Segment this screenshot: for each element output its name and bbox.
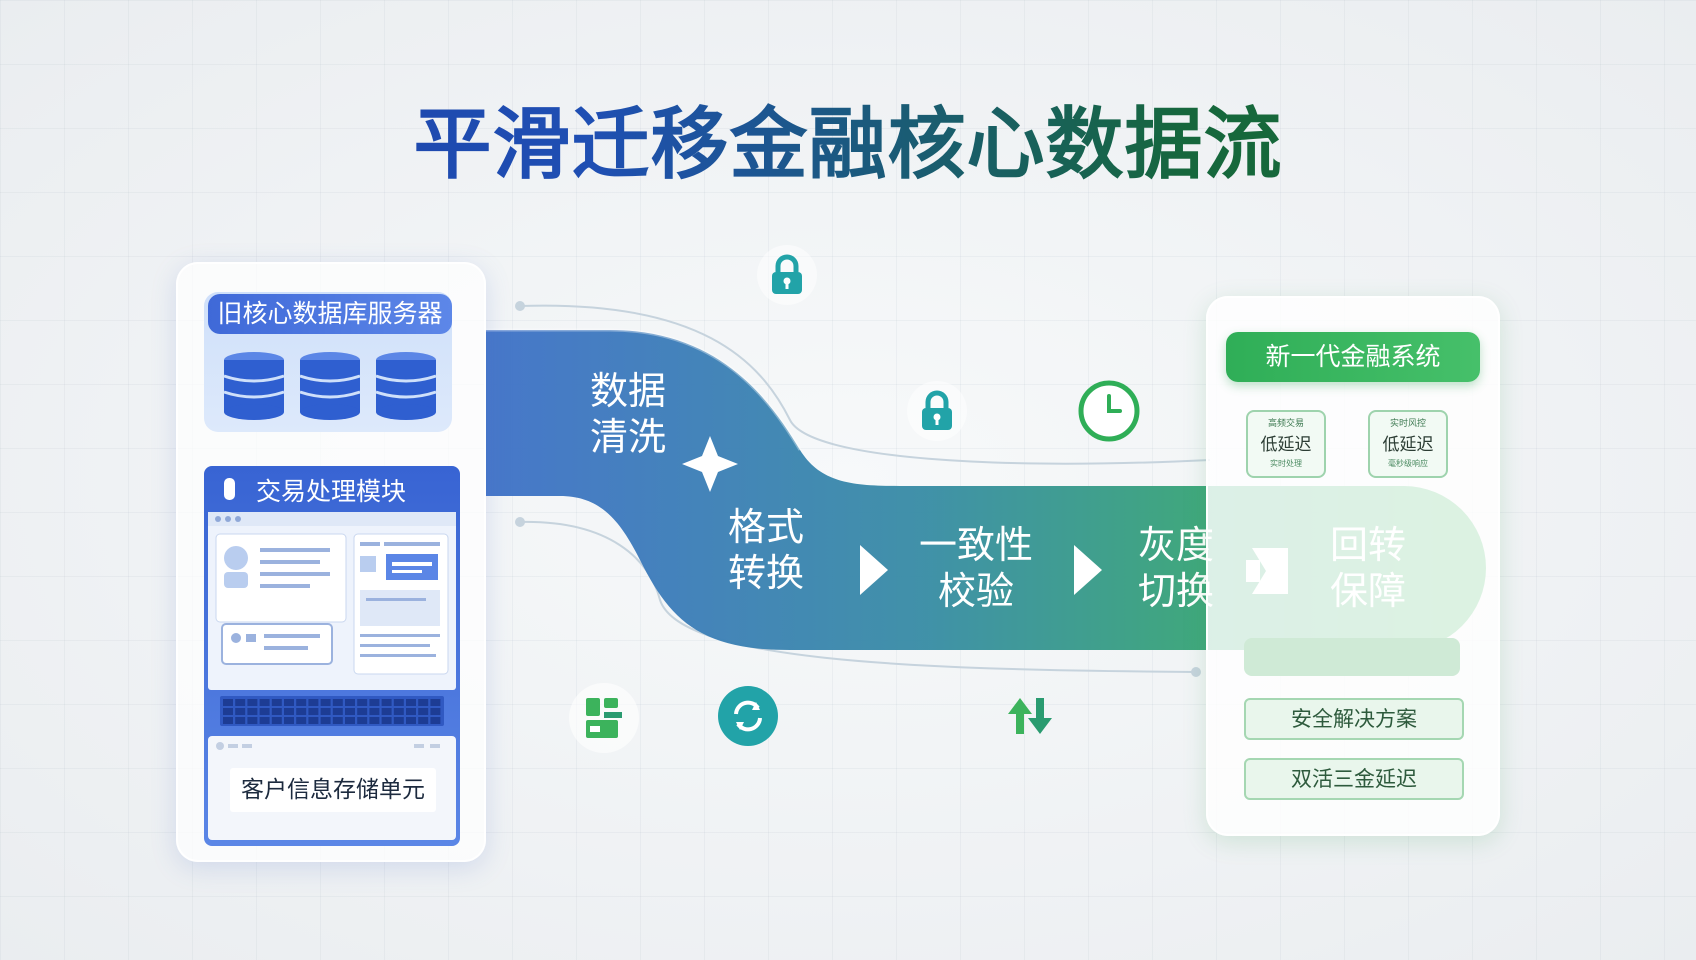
window-controls-icon [216, 742, 440, 750]
keyboard-key [247, 699, 258, 706]
module-indicator-icon [224, 478, 235, 500]
metric-card: 实时风控 低延迟 毫秒级响应 [1368, 410, 1448, 478]
sparkle-icon [682, 436, 738, 492]
clock-icon [1078, 380, 1140, 442]
connector-lines [515, 301, 1211, 677]
security-pill: 安全解决方案 [1244, 698, 1464, 740]
lock-icon [907, 381, 967, 441]
keyboard-key [284, 708, 294, 715]
keyboard-key [406, 717, 416, 724]
keyboard-key [235, 699, 246, 706]
metric-tag: 实时风控 [1389, 419, 1426, 429]
keyboard-key [357, 699, 368, 706]
keyboard-key [332, 717, 343, 724]
keyboard-key [247, 708, 258, 715]
keyboard-key [369, 699, 380, 706]
keyboard-key [308, 717, 319, 724]
keyboard-key [284, 699, 294, 706]
keyboard-key [296, 699, 307, 706]
metric-value: 低延迟 [1382, 435, 1434, 455]
flow-step-label: 清洗 [589, 415, 666, 459]
flow-step-label: 灰度 [1137, 523, 1214, 567]
keyboard-key [381, 717, 392, 724]
keyboard-key [296, 717, 307, 724]
keyboard-key [223, 699, 233, 706]
data-blocks-icon [569, 683, 639, 753]
keyboard-key [418, 708, 429, 715]
keyboard-key [369, 717, 380, 724]
page-title: 平滑迁移金融核心数据流 [0, 82, 1696, 194]
keyboard-key [259, 708, 270, 715]
keyboard-key [308, 708, 319, 715]
new-system-header: 新一代金融系统 [1226, 332, 1480, 382]
database-server-label: 旧核心数据库服务器 [208, 294, 452, 334]
keyboard-key [430, 699, 441, 706]
flow-step-label: 一致性 [918, 523, 1033, 567]
keyboard-key [271, 708, 282, 715]
keyboard-key [430, 717, 441, 724]
chevron-right-icon [1074, 545, 1102, 595]
dual-active-pill: 双活三金延迟 [1244, 758, 1464, 800]
keyboard-key [430, 708, 441, 715]
flow-step-label: 校验 [937, 569, 1014, 613]
flow-step-label: 切换 [1137, 569, 1214, 613]
keyboard-key [271, 699, 282, 706]
keyboard-key [393, 708, 404, 715]
keyboard-key [381, 699, 392, 706]
keyboard-key [406, 708, 416, 715]
transaction-module-label: 交易处理模块 [256, 477, 407, 506]
lock-icon [757, 245, 817, 305]
flow-step-label: 转换 [727, 551, 804, 595]
keyboard-key [247, 717, 258, 724]
keyboard-key [223, 717, 233, 724]
keyboard-illustration [220, 696, 444, 726]
flow-step-label: 数据 [589, 369, 666, 413]
storage-unit-label: 客户信息存储单元 [230, 768, 436, 812]
keyboard-key [381, 708, 392, 715]
metric-value: 低延迟 [1260, 435, 1312, 455]
keyboard-key [235, 708, 246, 715]
keyboard-key [345, 699, 355, 706]
transfer-arrows-icon [1008, 698, 1052, 734]
keyboard-key [418, 717, 429, 724]
feature-row-placeholder [1244, 638, 1460, 676]
keyboard-key [332, 708, 343, 715]
keyboard-key [369, 708, 380, 715]
keyboard-key [320, 708, 331, 715]
new-system-panel [1206, 296, 1500, 836]
chevron-right-icon [860, 545, 888, 595]
metric-sub: 实时处理 [1270, 459, 1302, 468]
keyboard-key [308, 699, 319, 706]
keyboard-key [296, 708, 307, 715]
keyboard-key [345, 717, 355, 724]
keyboard-key [284, 717, 294, 724]
flow-step-label: 格式 [727, 505, 804, 549]
flow-step-switch: 灰度 切换 [1126, 522, 1226, 614]
metric-card: 高频交易 低延迟 实时处理 [1246, 410, 1326, 478]
metric-tag: 高频交易 [1267, 419, 1304, 429]
keyboard-key [235, 717, 246, 724]
metric-sub: 毫秒级响应 [1388, 459, 1428, 468]
keyboard-key [320, 717, 331, 724]
transaction-screen [208, 512, 456, 690]
sync-icon [718, 686, 778, 746]
database-icon [223, 352, 437, 420]
keyboard-key [320, 699, 331, 706]
keyboard-key [393, 717, 404, 724]
keyboard-key [223, 708, 233, 715]
keyboard-key [393, 699, 404, 706]
keyboard-key [406, 699, 416, 706]
flow-step-verify: 一致性 校验 [906, 522, 1046, 614]
keyboard-key [332, 699, 343, 706]
dashboard-illustration [208, 512, 456, 675]
keyboard-key [271, 717, 282, 724]
keyboard-key [259, 699, 270, 706]
keyboard-key [259, 717, 270, 724]
keyboard-key [345, 708, 355, 715]
flow-step-format: 格式 转换 [716, 504, 816, 596]
keyboard-key [357, 717, 368, 724]
keyboard-key [418, 699, 429, 706]
keyboard-key [357, 708, 368, 715]
flow-step-clean: 数据 清洗 [578, 368, 678, 460]
